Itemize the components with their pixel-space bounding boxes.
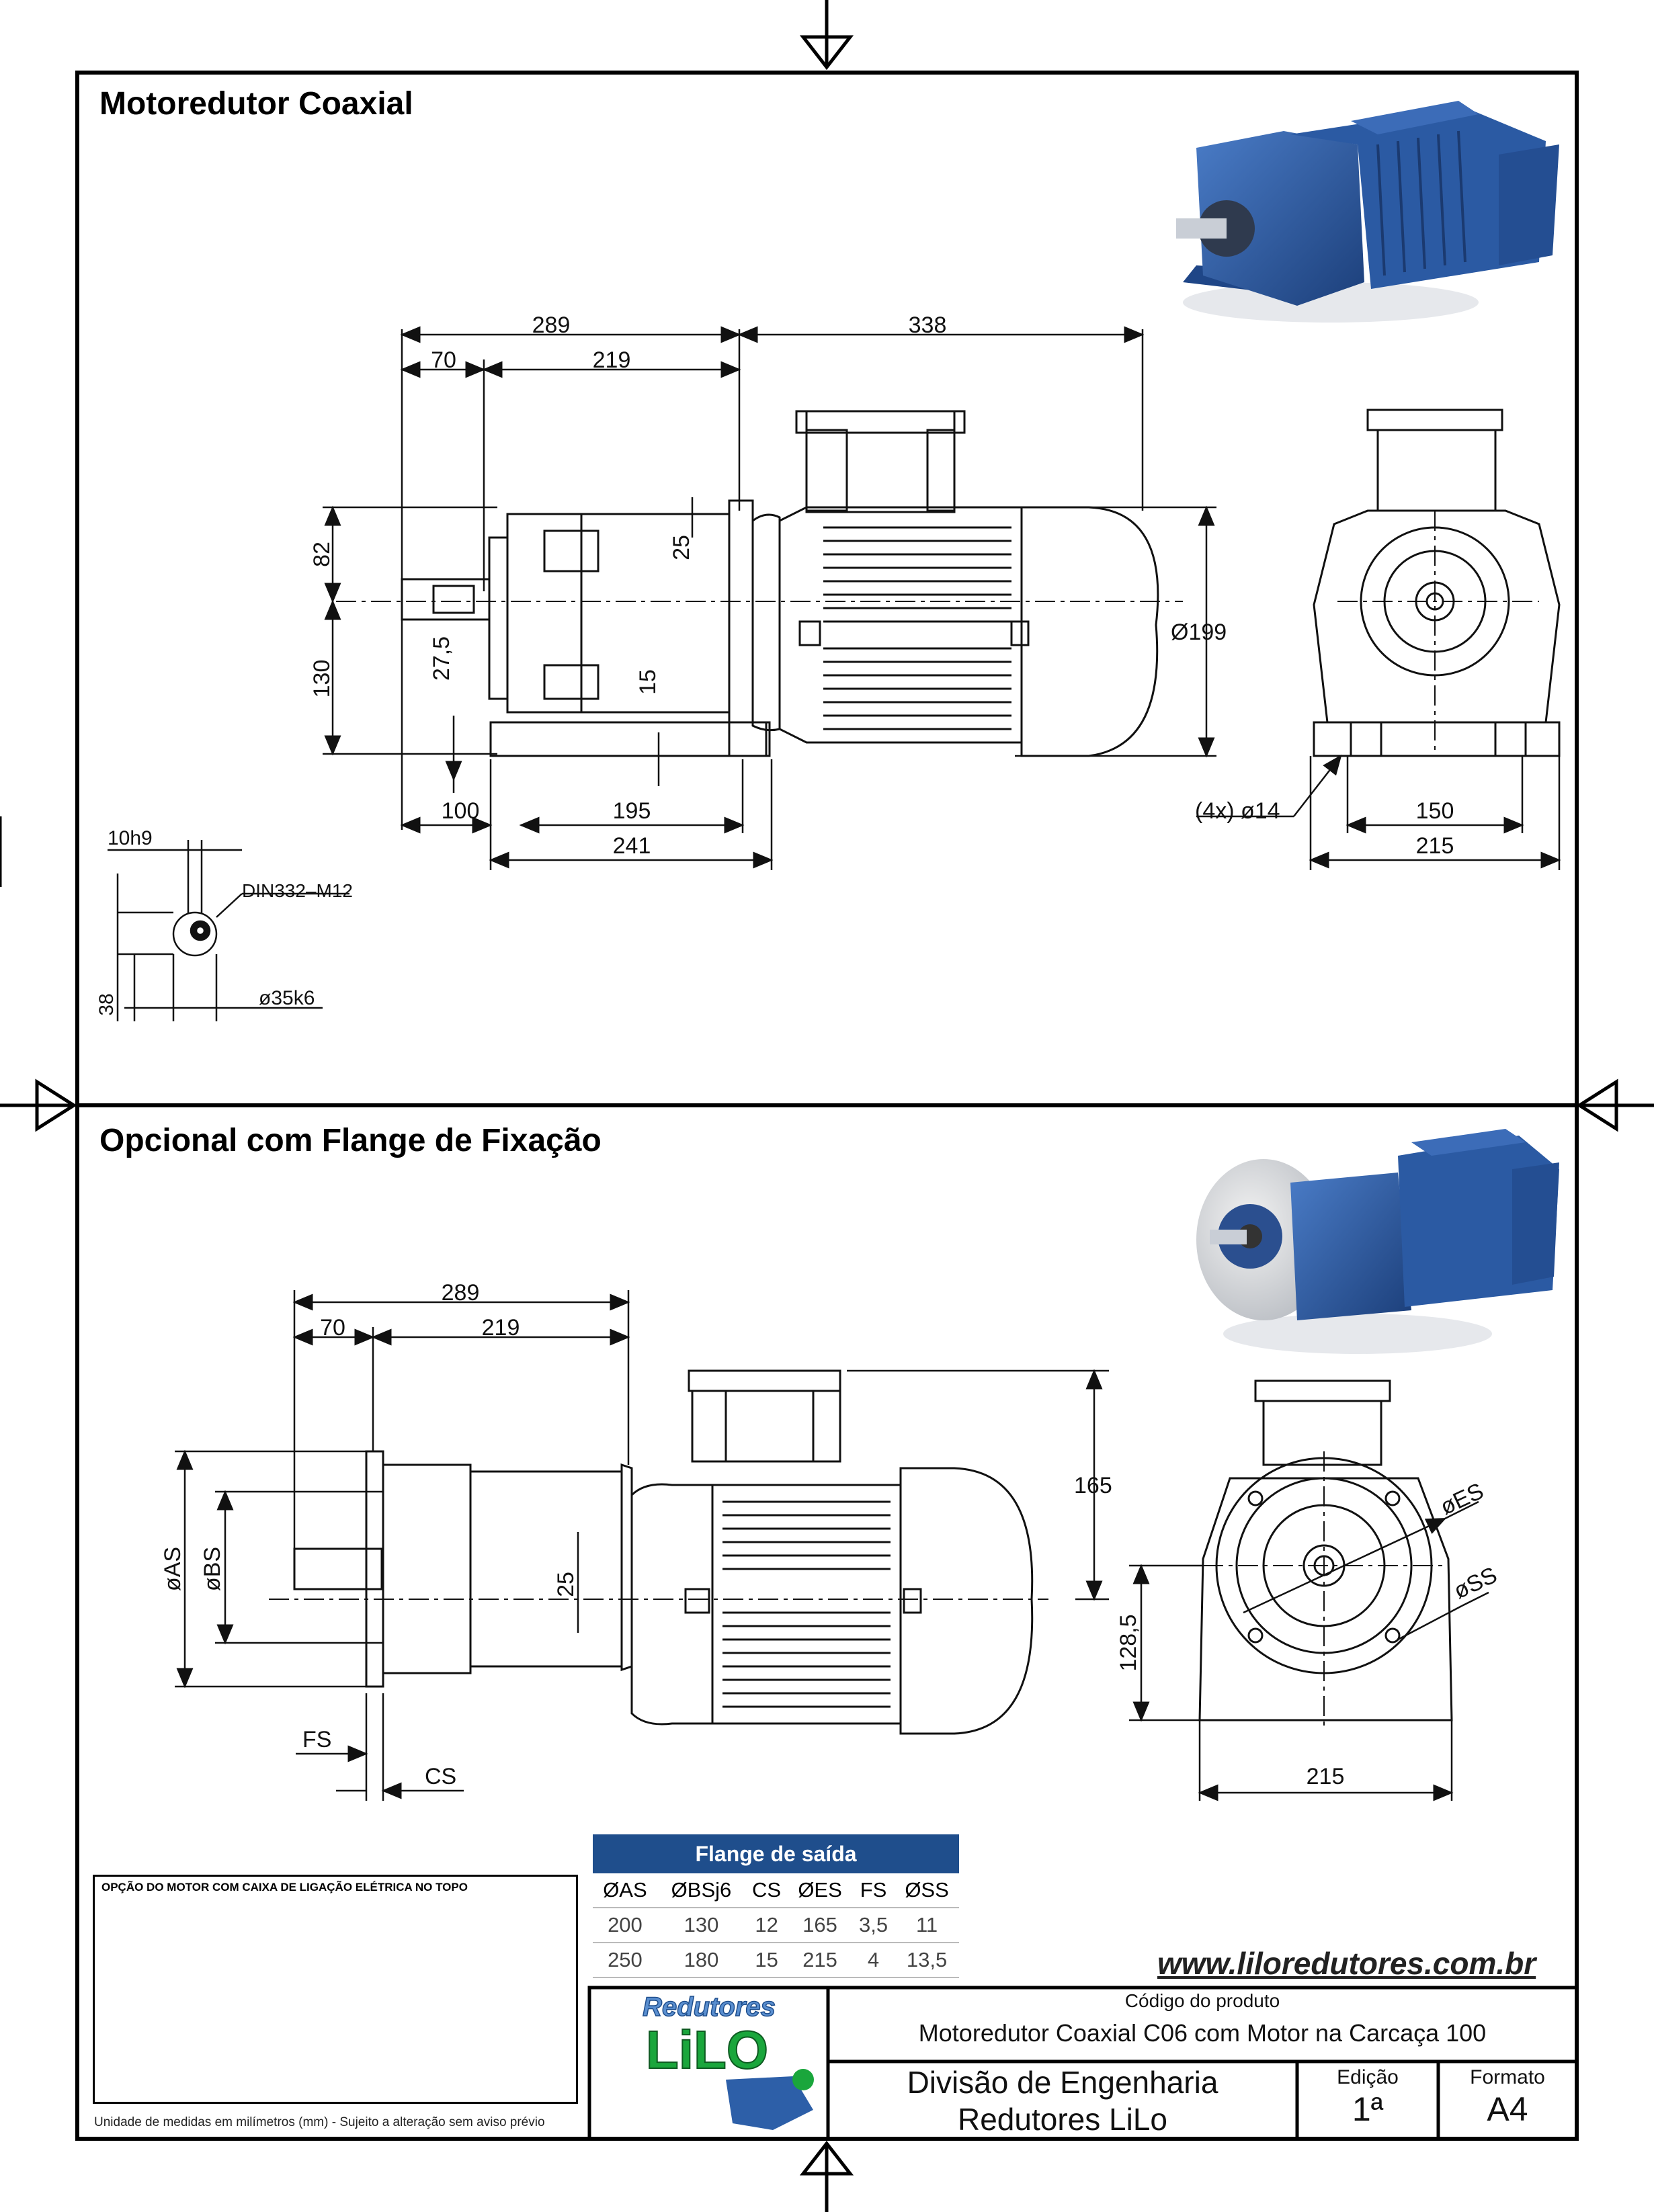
dimension-texts-bottom: 289 70 219 165 øAS øBS 25 128,5 øES øSS …: [160, 1280, 1501, 1789]
col-header: ØES: [788, 1873, 852, 1908]
dim-fs: FS: [302, 1727, 331, 1752]
edition-label: Edição: [1337, 2066, 1399, 2088]
dim-215: 215: [1416, 833, 1454, 859]
table-cell: 11: [895, 1908, 959, 1943]
table-row: 250 180 15 215 4 13,5: [593, 1943, 959, 1978]
dim-241: 241: [613, 833, 651, 859]
dim-70: 70: [431, 347, 456, 373]
dim-25: 25: [669, 535, 694, 560]
shaft-detail-texts: 10h9 DIN332–M12 38 ø35k6: [95, 827, 353, 1016]
dim-diameter-199: Ø199: [1171, 620, 1227, 645]
drawing-frame: [75, 71, 1579, 2141]
table-cell: 165: [788, 1908, 852, 1943]
dim-shaft-diameter-35: ø35k6: [259, 987, 315, 1009]
dim-130: 130: [309, 660, 335, 698]
front-view-top: [1313, 409, 1561, 757]
table-cell: 3,5: [852, 1908, 895, 1943]
dimension-lines-top: [323, 326, 1561, 870]
table-cell: 4: [852, 1943, 895, 1978]
flange-table-title: Flange de saída: [593, 1834, 959, 1873]
col-header: CS: [745, 1873, 788, 1908]
lilo-logo: Redutores LiLO: [642, 1992, 814, 2130]
table-cell: 215: [788, 1943, 852, 1978]
dim-15: 15: [635, 669, 661, 695]
table-cell: 15: [745, 1943, 788, 1978]
side-view-flange: [269, 1369, 1048, 1735]
dim-27-5: 27,5: [429, 636, 454, 681]
dim-215-flange: 215: [1307, 1764, 1345, 1789]
option-box-title: OPÇÃO DO MOTOR COM CAIXA DE LIGAÇÃO ELÉT…: [101, 1881, 468, 1894]
col-header: ØSS: [895, 1873, 959, 1908]
product-code-label: Código do produto: [1124, 1990, 1280, 2011]
title-block-frame: [587, 1986, 1579, 2141]
logo-line2: LiLO: [646, 2020, 768, 2080]
dim-289: 289: [532, 312, 571, 338]
table-cell: 250: [593, 1943, 657, 1978]
dim-cs: CS: [425, 1764, 456, 1789]
logo-line1: Redutores: [643, 1992, 776, 2022]
section-title-flange-option: Opcional com Flange de Fixação: [99, 1123, 602, 1158]
division-line2: Redutores LiLo: [958, 2102, 1167, 2137]
dim-diameter-bs: øBS: [200, 1547, 225, 1591]
dim-diameter-as: øAS: [160, 1547, 185, 1591]
shaft-detail: [108, 840, 349, 1021]
product-name: Motoredutor Coaxial C06 com Motor na Car…: [918, 2019, 1487, 2047]
section-title-coaxial: Motoredutor Coaxial: [99, 86, 413, 122]
edition-value: 1ª: [1352, 2090, 1384, 2128]
front-view-flange: [1198, 1379, 1453, 1727]
table-row: 200 130 12 165 3,5 11: [593, 1908, 959, 1943]
division-line1: Divisão de Engenharia: [907, 2065, 1218, 2100]
dimension-lines-bottom: [175, 1290, 1489, 1801]
motor-render-top: [1176, 101, 1559, 323]
col-header: ØAS: [593, 1873, 657, 1908]
dim-100: 100: [442, 798, 480, 824]
dimension-texts-top: 289 338 70 219 82 130 25 27,5 15 Ø199 10…: [309, 312, 1454, 859]
dim-128-5: 128,5: [1116, 1614, 1141, 1671]
output-flange-table: Flange de saída ØAS ØBSj6 CS ØES FS ØSS …: [593, 1834, 959, 1978]
website-link[interactable]: www.liloredutores.com.br: [1157, 1946, 1536, 1981]
dim-219-flange: 219: [482, 1315, 520, 1341]
table-cell: 130: [657, 1908, 746, 1943]
col-header: ØBSj6: [657, 1873, 746, 1908]
top-terminal-box-option: OPÇÃO DO MOTOR COM CAIXA DE LIGAÇÃO ELÉT…: [93, 1875, 578, 2104]
dim-key-10h9: 10h9: [108, 827, 153, 849]
dim-25-flange: 25: [553, 1572, 579, 1597]
table-cell: 13,5: [895, 1943, 959, 1978]
dim-219: 219: [593, 347, 631, 373]
dim-150: 150: [1416, 798, 1454, 824]
dim-diameter-es: øES: [1436, 1478, 1487, 1520]
dim-289-flange: 289: [442, 1280, 480, 1306]
motor-render-flange: [1196, 1129, 1559, 1354]
side-view-top: [336, 410, 1183, 757]
dim-holes-4x-14: (4x) ø14: [1195, 798, 1280, 824]
dim-70-flange: 70: [320, 1315, 345, 1341]
col-header: FS: [852, 1873, 895, 1908]
table-cell: 12: [745, 1908, 788, 1943]
dim-165: 165: [1074, 1473, 1112, 1498]
dim-38: 38: [95, 993, 118, 1015]
dim-195: 195: [613, 798, 651, 824]
table-cell: 180: [657, 1943, 746, 1978]
format-label: Formato: [1470, 2066, 1545, 2088]
flange-table-header-row: ØAS ØBSj6 CS ØES FS ØSS: [593, 1873, 959, 1908]
format-value: A4: [1487, 2090, 1528, 2128]
table-cell: 200: [593, 1908, 657, 1943]
units-note: Unidade de medidas em milímetros (mm) - …: [94, 2115, 545, 2129]
dim-diameter-ss: øSS: [1450, 1562, 1501, 1604]
dim-338: 338: [909, 312, 947, 338]
center-hole-din332: DIN332–M12: [242, 880, 353, 901]
dim-82: 82: [309, 542, 335, 567]
